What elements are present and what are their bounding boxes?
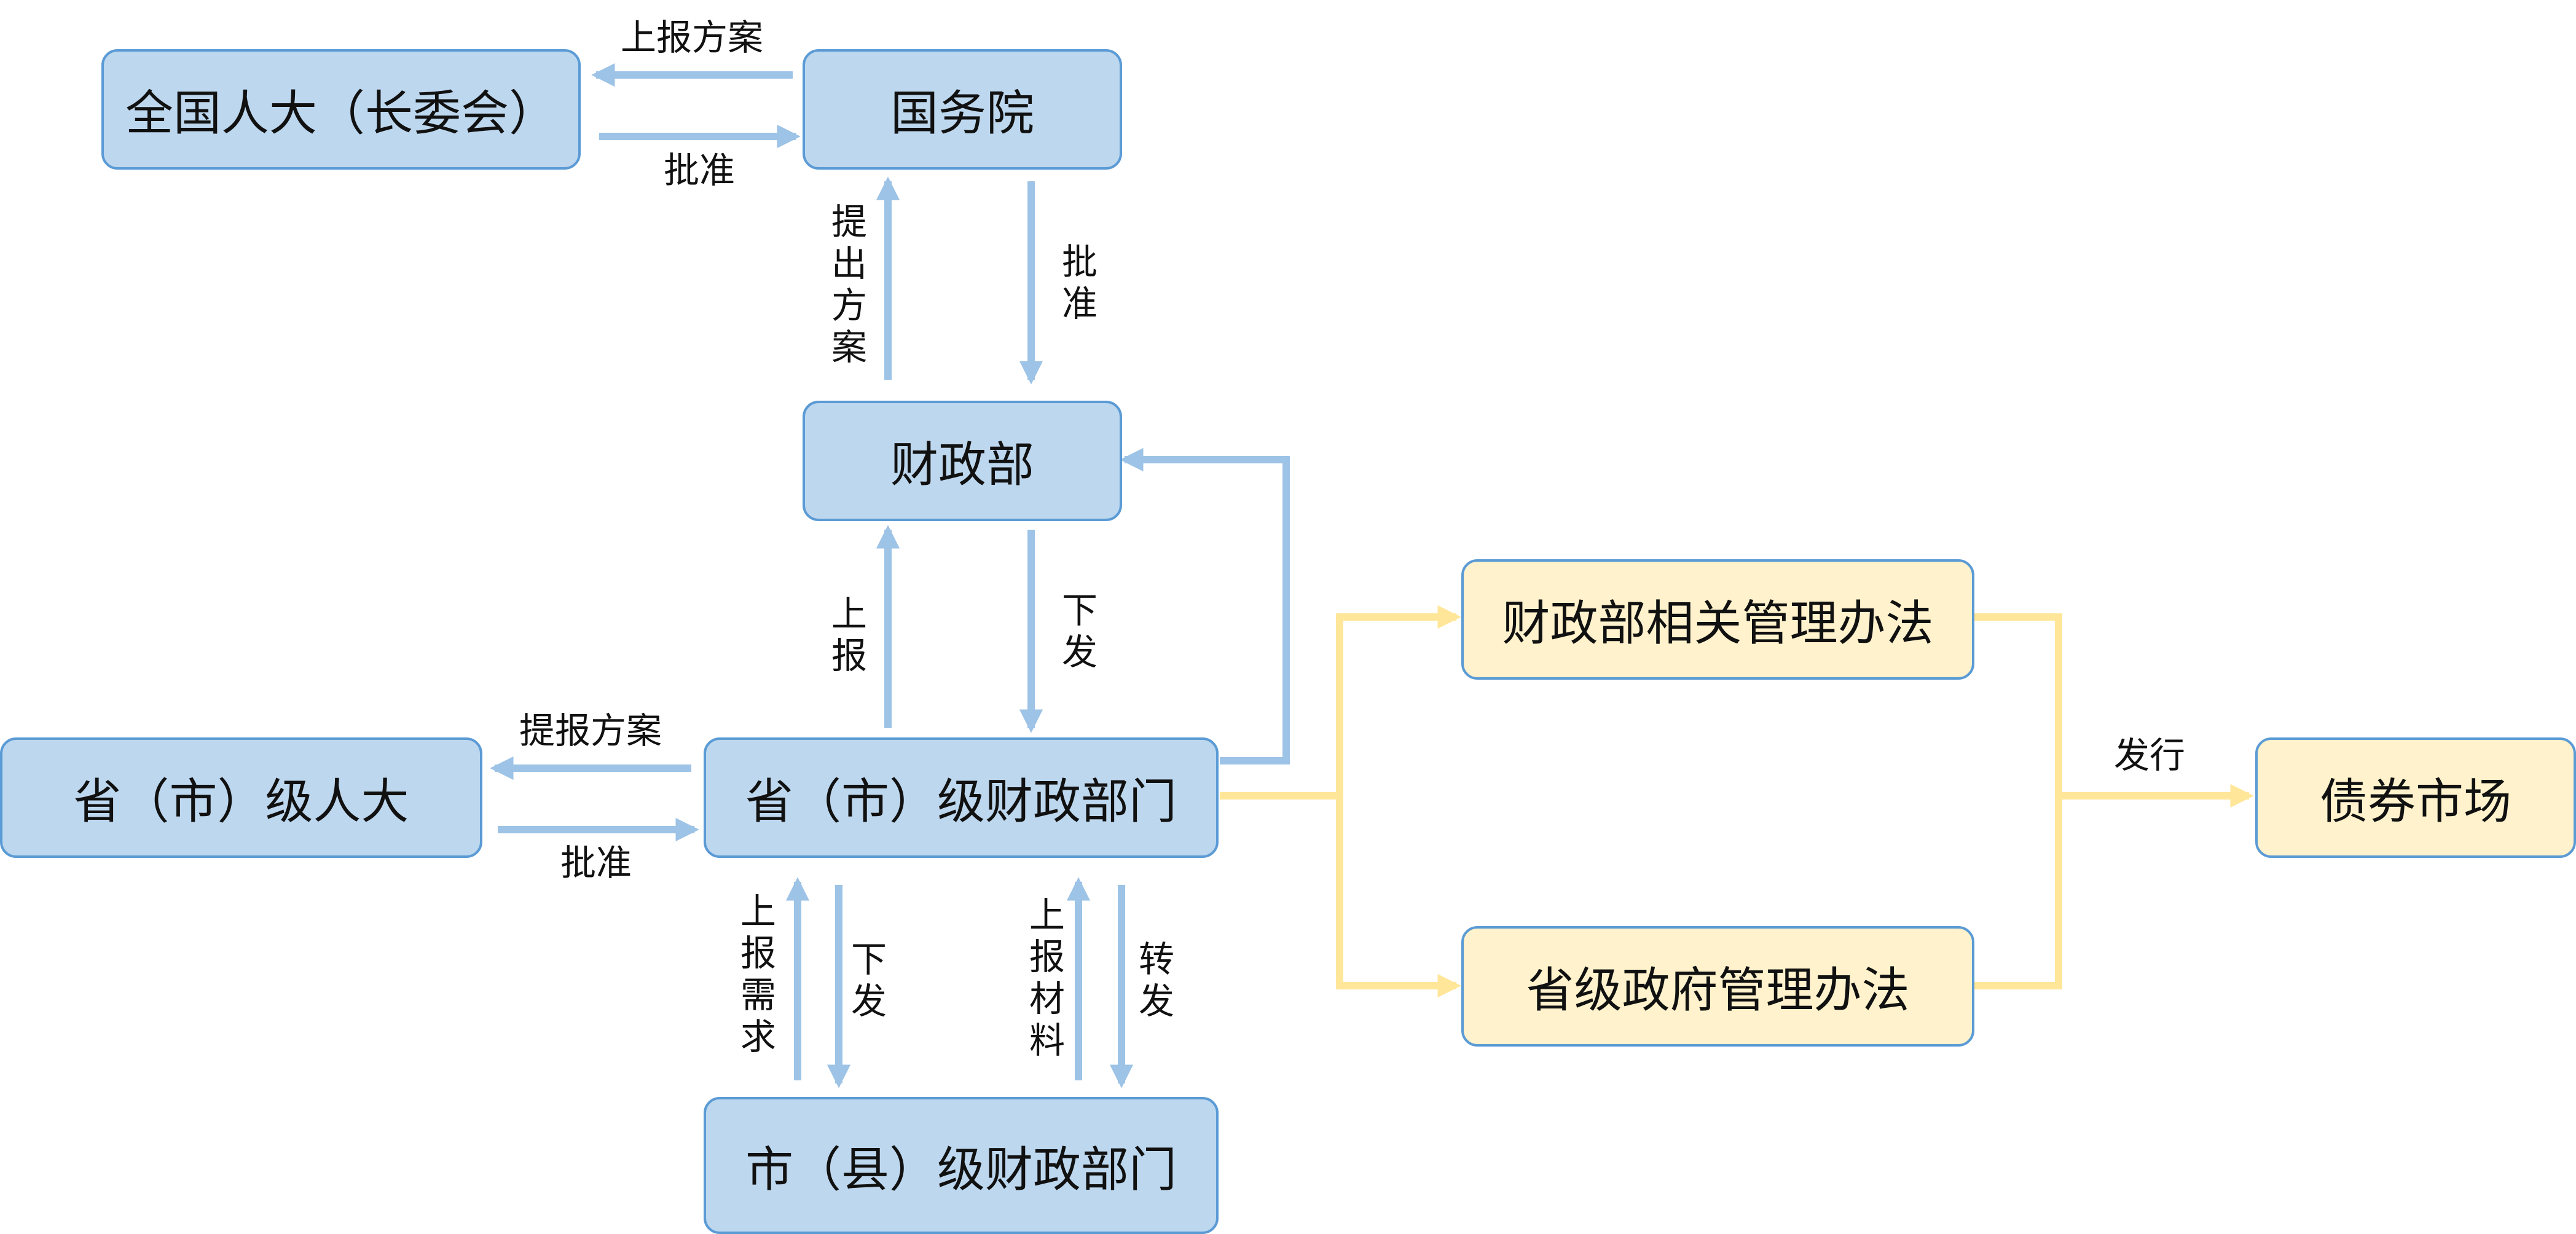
label-prov-to-mof: 上报 xyxy=(825,595,867,678)
connector-mof-rules-out xyxy=(1974,613,2062,799)
node-provincial-rules: 省级政府管理办法 xyxy=(1461,926,1974,1047)
node-mof: 财政部 xyxy=(803,401,1122,521)
label-city-to-prov-material: 上报材料 xyxy=(1023,896,1065,1063)
label-prov-to-pnpc: 提报方案 xyxy=(519,710,662,752)
label-sc-to-npc: 上报方案 xyxy=(621,17,764,58)
label-pnpc-to-prov: 批准 xyxy=(560,842,632,884)
arrow-prov-loop-to-mof xyxy=(1120,447,1290,764)
label-prov-to-city-forward: 转发 xyxy=(1133,940,1174,1024)
label-sc-to-mof: 批准 xyxy=(1056,243,1098,326)
node-bond-market: 债券市场 xyxy=(2255,737,2576,858)
label-mof-to-prov: 下发 xyxy=(1056,591,1098,675)
label-rules-to-market: 发行 xyxy=(2114,734,2186,776)
node-npc: 全国人大（长委会） xyxy=(101,49,581,170)
node-provincial-npc: 省（市）级人大 xyxy=(0,737,482,858)
label-npc-to-sc: 批准 xyxy=(664,149,736,191)
label-city-to-prov-need: 上报需求 xyxy=(734,892,776,1059)
node-provincial-finance: 省（市）级财政部门 xyxy=(704,737,1219,858)
node-state-council: 国务院 xyxy=(803,49,1122,170)
connector-provincial-rules-out xyxy=(1974,799,2062,989)
node-mof-rules: 财政部相关管理办法 xyxy=(1461,559,1974,680)
node-city-finance: 市（县）级财政部门 xyxy=(704,1097,1219,1234)
label-prov-to-city-issue: 下发 xyxy=(845,940,887,1024)
label-mof-to-sc: 提出方案 xyxy=(825,203,867,370)
